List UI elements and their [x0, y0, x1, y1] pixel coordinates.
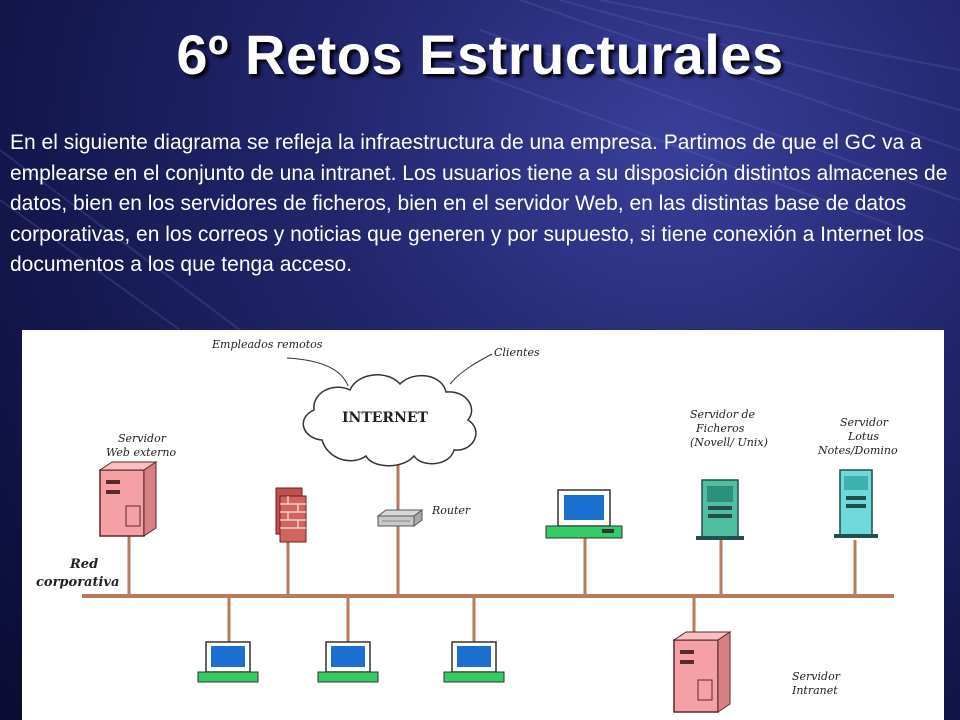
router-icon — [376, 509, 424, 527]
router-label: Router — [431, 504, 471, 517]
network-bus — [82, 460, 894, 648]
lotus-server-label-1: Servidor — [840, 416, 889, 429]
web-server-label-2: Web externo — [106, 446, 176, 459]
workstation-icon — [443, 641, 505, 683]
intranet-server-label-1: Servidor — [792, 670, 841, 683]
lotus-server-label-2: Lotus — [847, 430, 879, 443]
slide-body-text: En el siguiente diagrama se refleja la i… — [10, 131, 948, 276]
intranet-server-icon — [672, 631, 732, 713]
remote-employees-label: Empleados remotos — [211, 338, 323, 351]
lotus-server-label-3: Notes/Domino — [817, 444, 898, 457]
web-server-icon — [98, 461, 158, 537]
file-server-label-3: (Novell/ Unix) — [690, 436, 768, 449]
intranet-server-label-2: Intranet — [791, 684, 838, 697]
workstation-icon — [197, 641, 259, 683]
slide-title: 6º Retos Estructurales — [176, 23, 784, 86]
cloud-label: INTERNET — [342, 410, 429, 426]
internet-cloud-icon: INTERNET — [302, 374, 477, 467]
file-server-label-2: Ficheros — [695, 422, 745, 435]
web-server-label-1: Servidor — [118, 432, 167, 445]
network-label-2: corporativa — [36, 575, 119, 590]
file-server-icon — [696, 479, 744, 540]
clients-label: Clientes — [494, 346, 540, 359]
firewall-icon — [275, 487, 307, 543]
file-server-label-1: Servidor de — [690, 408, 755, 421]
workstation-icon — [545, 489, 623, 539]
network-label-1: Red — [69, 557, 98, 572]
network-diagram: INTERNET Empleados remotos Clientes Rout… — [22, 330, 944, 720]
workstation-icon — [317, 641, 379, 683]
lotus-server-icon — [834, 469, 878, 538]
